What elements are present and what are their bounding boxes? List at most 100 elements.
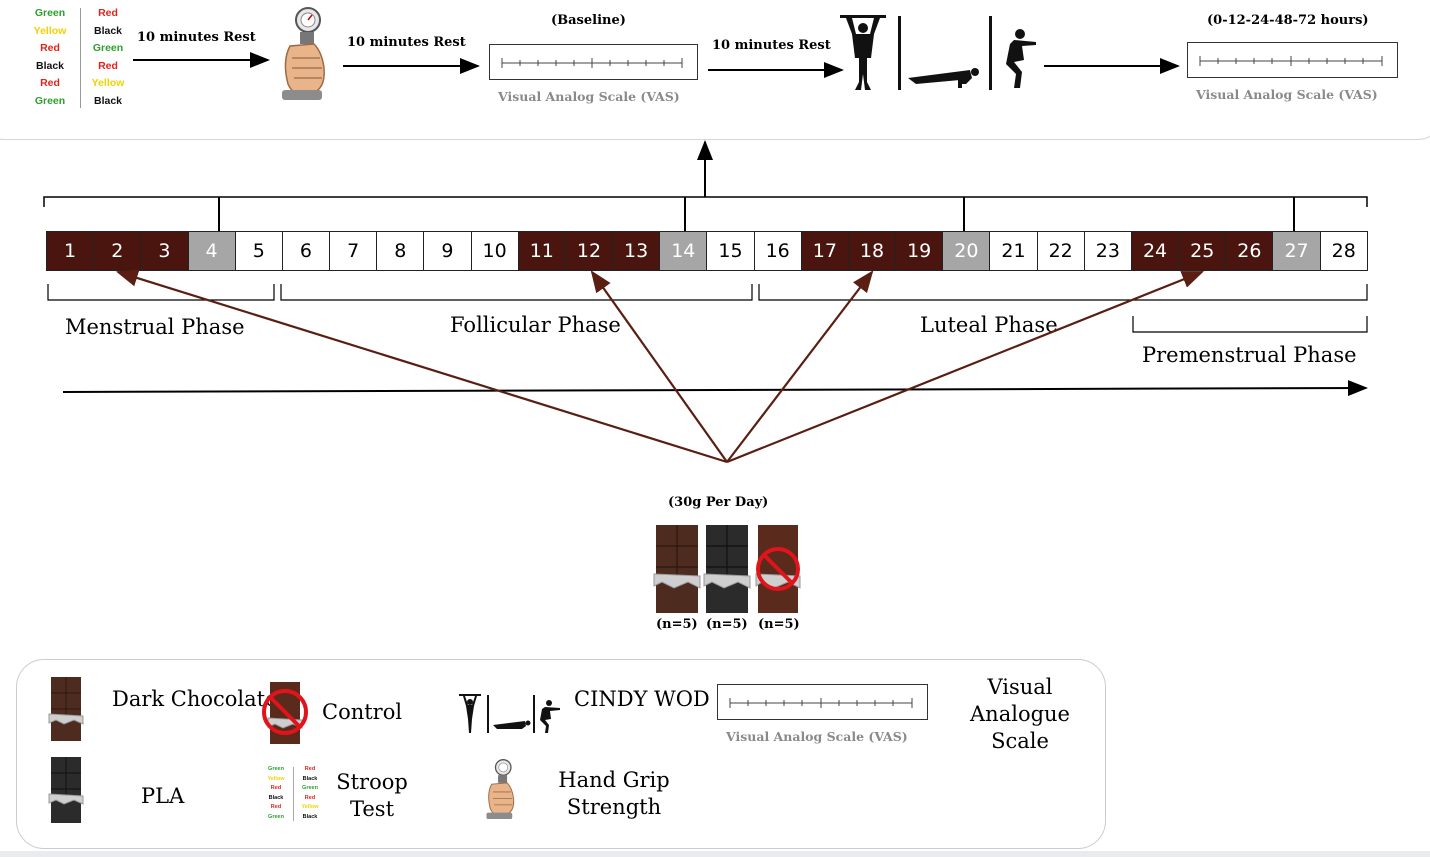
dark-chocolate-bar-icon (653, 525, 701, 613)
legend-vas-scale-icon (717, 684, 928, 720)
legend-stroop-left-word: Green (268, 766, 284, 772)
legend-hand-grip-icon (486, 759, 515, 820)
legend-stroop-right-word: Green (302, 785, 318, 791)
day-cell: 18 (848, 232, 897, 270)
legend-stroop-left-word: Red (270, 804, 282, 810)
day-cell: 24 (1131, 232, 1180, 270)
day-cell: 11 (518, 232, 566, 270)
legend-pla-label: PLA (141, 784, 185, 808)
day-cell: 7 (330, 232, 378, 270)
push-up-icon (908, 68, 979, 88)
day-cell: 15 (707, 232, 755, 270)
legend-control-label: Control (322, 700, 403, 724)
day-cell: 13 (613, 232, 661, 270)
pull-up-icon (840, 15, 886, 90)
legend-stroop-label: Stroop Test (336, 770, 408, 821)
group-n-pla: (n=5) (706, 617, 748, 632)
day-cell: 21 (990, 232, 1038, 270)
day-cell: 20 (943, 232, 991, 270)
day-cell: 27 (1273, 232, 1321, 270)
vas-caption-followup: Visual Analog Scale (VAS) (1196, 87, 1378, 102)
legend-stroop-left-word: Green (268, 813, 284, 820)
squat-icon (1006, 29, 1036, 88)
stroop-right-word: Red (98, 7, 118, 19)
legend-vas-caption: Visual Analog Scale (VAS) (726, 729, 908, 744)
day-cell: 22 (1037, 232, 1085, 270)
stroop-left-word: Yellow (33, 24, 67, 37)
vas-scale-followup (1187, 42, 1398, 78)
vas-caption-baseline: Visual Analog Scale (VAS) (498, 89, 680, 104)
legend-stroop-right-word: Black (302, 813, 318, 820)
legend-panel (16, 659, 1106, 849)
day-cell: 23 (1084, 232, 1132, 270)
day-cell: 19 (896, 232, 944, 270)
day-cell: 12 (565, 232, 614, 270)
bottom-window-strip (0, 851, 1430, 857)
legend-stroop-right-word: Red (304, 766, 316, 772)
legend-stroop-left-word: Red (270, 785, 282, 791)
stroop-right-word: Red (98, 59, 118, 72)
stroop-left-word: Green (34, 7, 66, 19)
supplement-arrows (62, 269, 1368, 464)
legend-cindy-wod-label: CINDY WOD (574, 687, 710, 711)
premenstrual-phase-label: Premenstrual Phase (1142, 343, 1357, 367)
day-cell: 28 (1320, 232, 1367, 270)
group-n-dark: (n=5) (656, 617, 698, 632)
chocolate-groups (653, 525, 801, 613)
rest-label-1: 10 minutes Rest (137, 30, 256, 45)
legend-stroop-divider (293, 767, 294, 821)
stroop-left-word: Green (34, 94, 66, 107)
no-chocolate-icon (755, 525, 801, 613)
day-cell: 5 (235, 232, 283, 270)
group-n-control: (n=5) (758, 617, 800, 632)
legend-cindy-wod-icon (459, 694, 560, 733)
legend-stroop-left-word: Black (268, 794, 284, 801)
followup-label: (0-12-24-48-72 hours) (1207, 13, 1369, 28)
vas-scale-baseline (489, 44, 698, 80)
day-cell: 14 (660, 232, 708, 270)
stroop-right-word: Black (93, 94, 123, 107)
legend-control-icon (262, 682, 308, 744)
stroop-right-word: Black (93, 24, 123, 37)
placebo-bar-icon (703, 525, 751, 613)
rest-label-3: 10 minutes Rest (712, 38, 831, 53)
legend-stroop-left-word: Yellow (267, 775, 285, 782)
day-cell: 9 (424, 232, 472, 270)
hand-dynamometer-icon (282, 7, 325, 100)
legend-stroop-right-word: Black (302, 775, 318, 782)
rest-label-2: 10 minutes Rest (347, 35, 466, 50)
cycle-bracket (43, 140, 1368, 231)
stroop-left-word: Red (40, 42, 60, 55)
day-cell: 4 (188, 232, 236, 270)
baseline-label: (Baseline) (551, 13, 626, 28)
stroop-divider (80, 8, 81, 108)
follicular-phase-label: Follicular Phase (450, 313, 621, 337)
stroop-left-word: Black (35, 59, 65, 72)
day-cell: 16 (754, 232, 802, 270)
cindy-wod-icons (840, 15, 1036, 90)
legend-vas-label: Visual Analogue Scale (970, 675, 1070, 753)
phase-brackets (47, 284, 1368, 333)
day-cell: 25 (1179, 232, 1227, 270)
legend-dark-chocolate-label: Dark Chocolate (112, 687, 278, 711)
stroop-right-word: Yellow (91, 77, 125, 90)
day-cell: 10 (471, 232, 519, 270)
menstrual-phase-label: Menstrual Phase (65, 315, 245, 339)
day-cell: 8 (377, 232, 425, 270)
day-cell: 2 (94, 232, 142, 270)
legend-stroop-right-word: Red (304, 794, 316, 801)
luteal-phase-label: Luteal Phase (920, 313, 1058, 337)
legend-hand-grip-label: Hand Grip Strength (558, 768, 670, 819)
protocol-arrows (133, 52, 1180, 78)
day-cell: 26 (1226, 232, 1274, 270)
stroop-left-word: Red (40, 77, 60, 90)
day-cell: 17 (801, 232, 849, 270)
day-cell: 6 (282, 232, 331, 270)
legend-pla-icon (48, 757, 84, 823)
